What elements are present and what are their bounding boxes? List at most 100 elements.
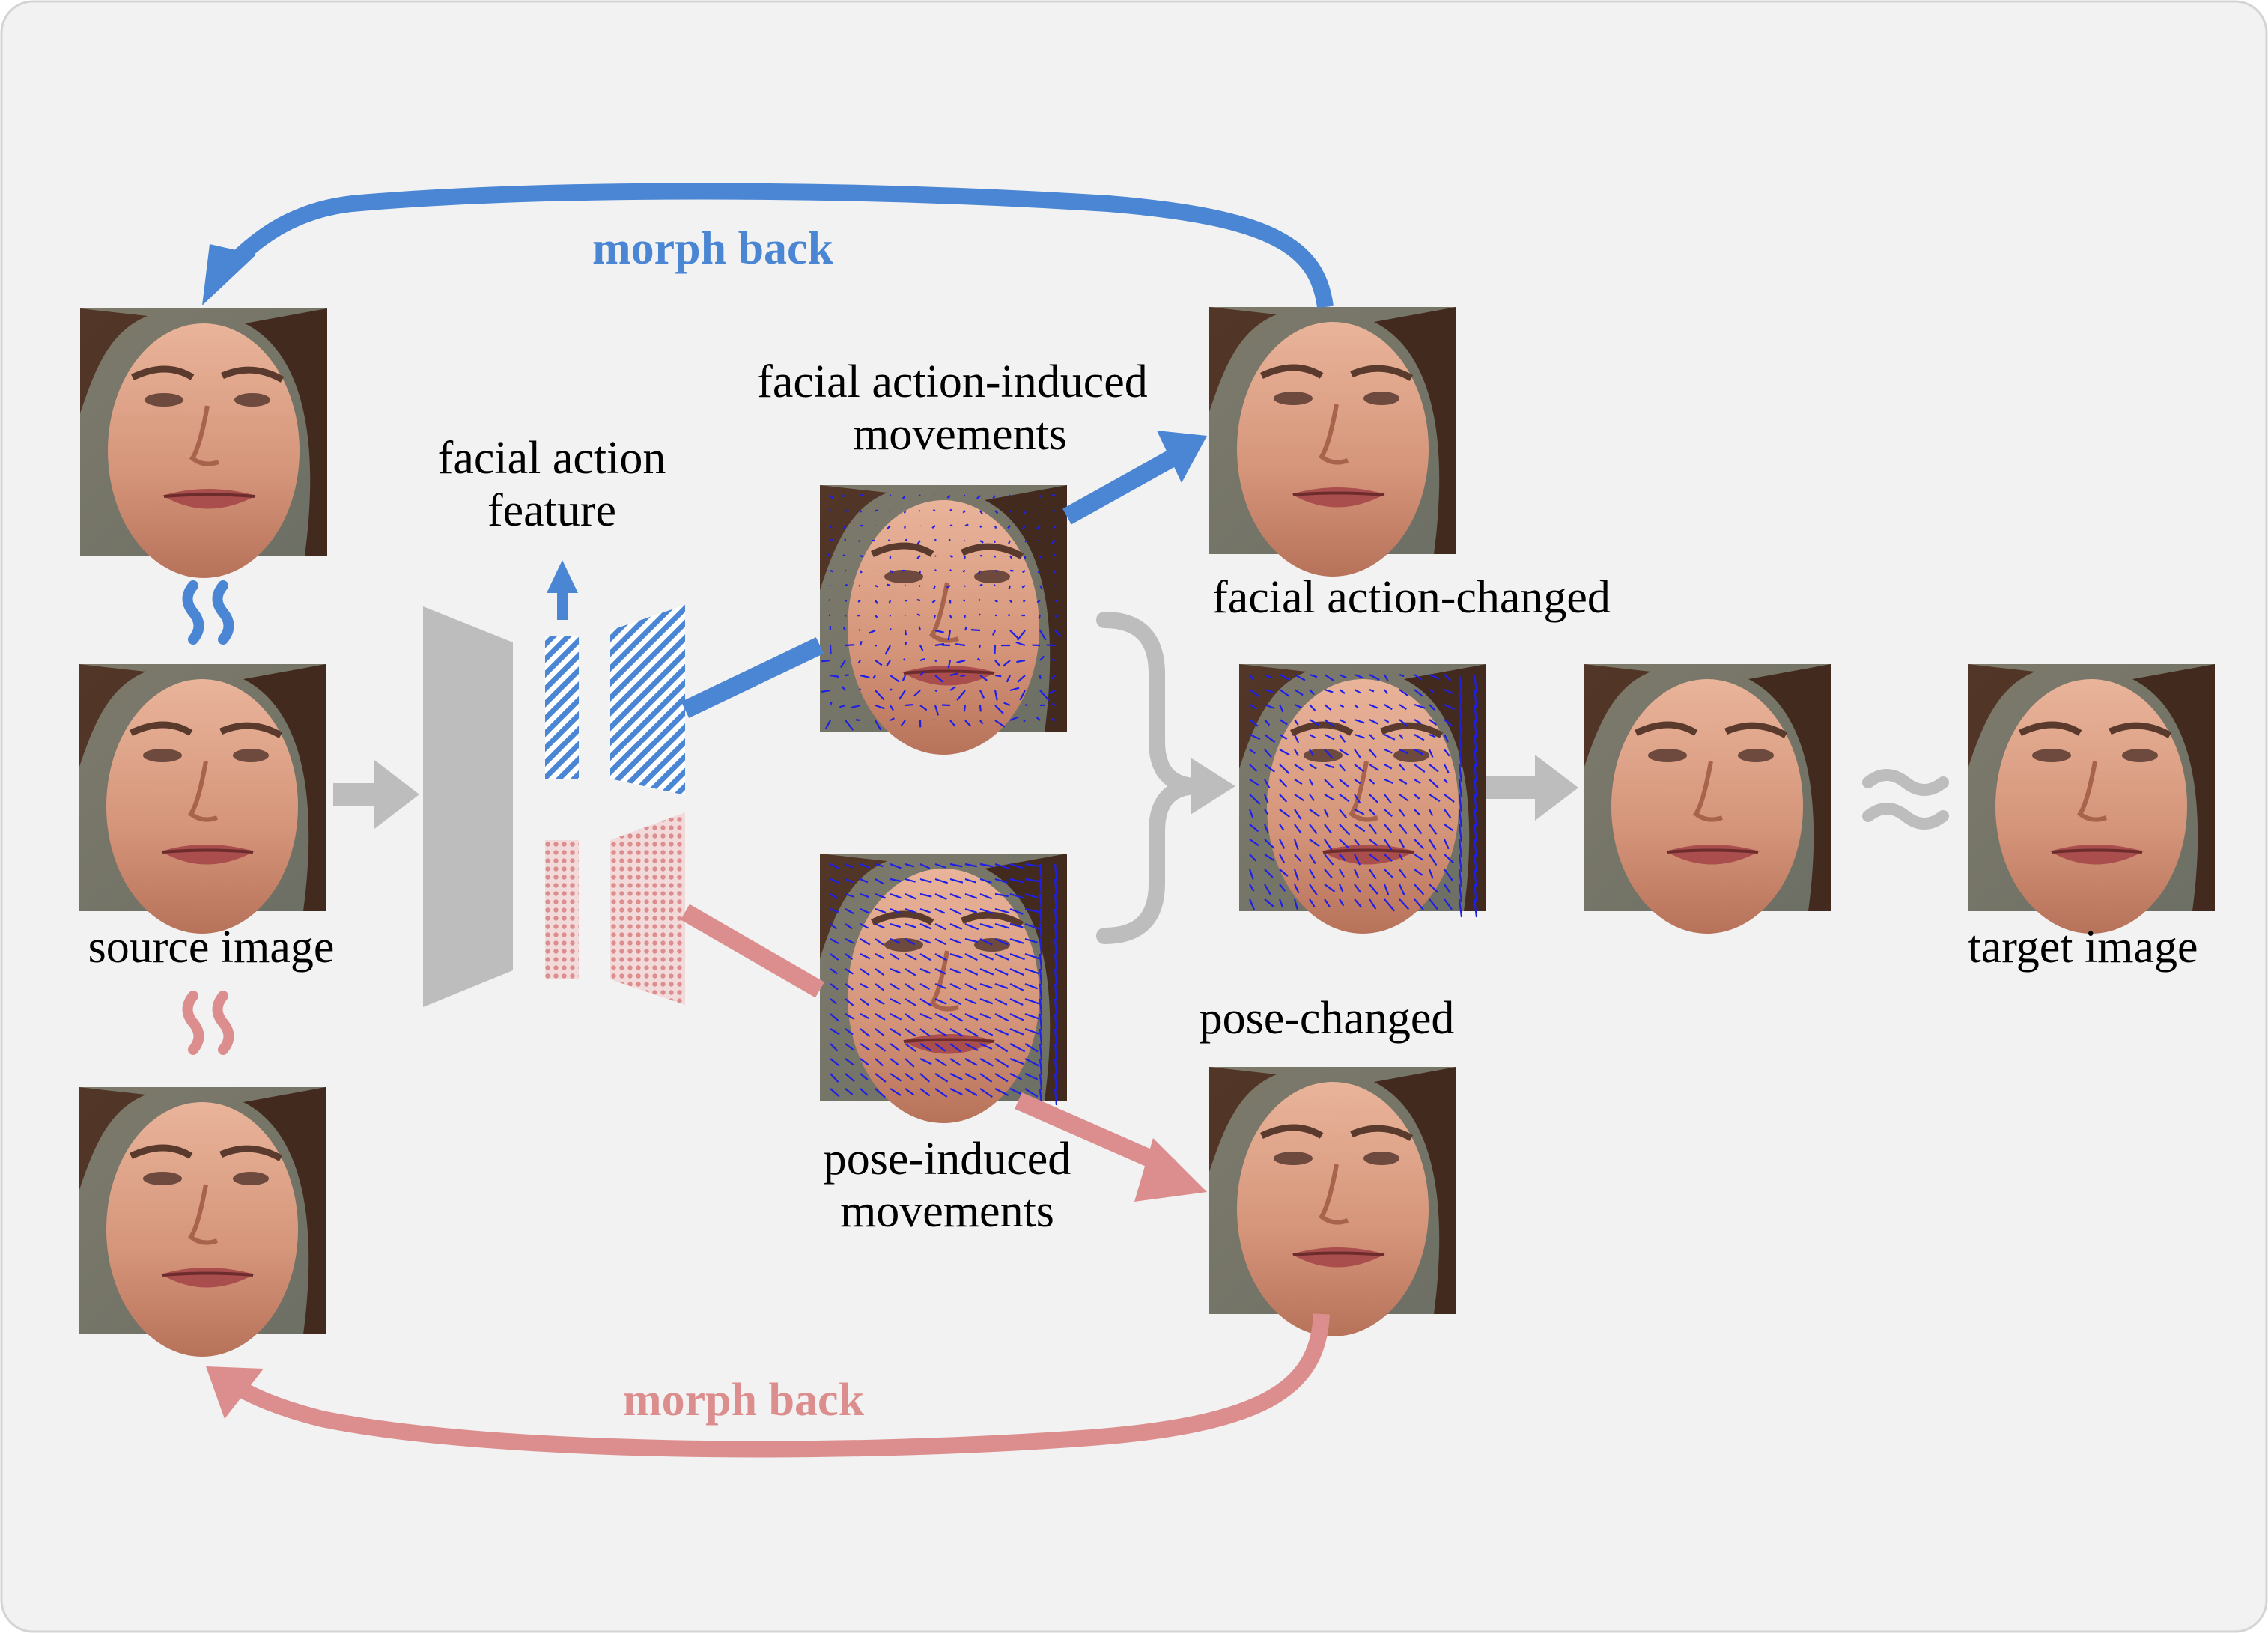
- flow-vector: [994, 1013, 1009, 1022]
- flow-vector: [1369, 719, 1379, 725]
- flow-vector: [1384, 704, 1393, 711]
- flow-vector: [1309, 704, 1316, 711]
- flow-vector: [1054, 1058, 1058, 1076]
- flow-vector: [875, 704, 885, 710]
- flow-vector: [905, 892, 916, 900]
- flow-vector: [1353, 869, 1360, 878]
- flow-vector: [1054, 998, 1058, 1016]
- flow-vector: [934, 907, 946, 914]
- flow-vector: [884, 645, 891, 655]
- flow-vector: [842, 627, 846, 631]
- flow-vector: [949, 998, 961, 1006]
- flow-vector: [919, 1088, 931, 1097]
- flow-vector: [949, 508, 952, 511]
- flow-vector: [1009, 555, 1013, 559]
- flow-vector: [1264, 734, 1276, 743]
- flow-vector: [964, 615, 967, 618]
- flow-vector: [934, 1058, 947, 1067]
- flow-vector: [1054, 908, 1058, 926]
- flow-vector: [949, 983, 961, 990]
- flow-vector: [1369, 898, 1377, 910]
- flow-vector: [830, 953, 839, 961]
- flow-vector: [1279, 884, 1286, 892]
- flow-vector: [860, 1088, 869, 1096]
- flow-vector: [1354, 839, 1361, 846]
- flow-vector: [1309, 719, 1320, 726]
- flow-vector: [1009, 937, 1024, 944]
- flow-vector: [1036, 525, 1041, 530]
- flow-vector: [934, 863, 946, 869]
- flow-vector: [1369, 674, 1380, 681]
- flow-vector: [860, 983, 869, 989]
- morph-back-bottom-label: morph back: [623, 1375, 865, 1426]
- flow-vector: [1339, 719, 1347, 724]
- flow-vector: [979, 952, 994, 961]
- flow-vector: [1428, 749, 1434, 758]
- flow-vector: [1324, 869, 1333, 879]
- flow-vector: [1369, 869, 1377, 880]
- flow-vector: [1293, 839, 1299, 851]
- flow-vector: [1024, 907, 1040, 913]
- flow-vector: [1039, 878, 1043, 896]
- flow-vector: [1309, 854, 1316, 865]
- flow-vector: [1294, 719, 1299, 726]
- flow-vector: [830, 893, 839, 899]
- flow-vector: [934, 923, 947, 931]
- flow-vector: [1473, 674, 1478, 693]
- flow-vector: [919, 863, 931, 869]
- flow-vector: [845, 983, 854, 991]
- flow-vector: [1009, 998, 1024, 1006]
- flow-vector: [1019, 690, 1026, 701]
- flow-vector: [1039, 1013, 1043, 1031]
- flow-vector: [1294, 734, 1300, 743]
- flow-vector: [1444, 884, 1451, 894]
- flow-vector: [994, 510, 999, 514]
- flow-vector: [934, 997, 947, 1005]
- flow-vector: [1294, 854, 1301, 862]
- flow-vector: [994, 922, 1010, 929]
- flow-vector: [1054, 1028, 1058, 1046]
- pose-flow-vectors: [830, 863, 1058, 1106]
- flow-vector: [1039, 675, 1042, 679]
- action-changed-face: [1209, 307, 1456, 577]
- flow-vector: [1458, 884, 1463, 903]
- flow-vector: [1039, 998, 1043, 1016]
- flow-vector: [845, 998, 854, 1006]
- flow-vector: [1249, 674, 1255, 681]
- flow-vector: [860, 863, 870, 869]
- flow-vector: [1339, 794, 1350, 803]
- flow-vector: [1399, 839, 1405, 848]
- flow-vector: [1264, 898, 1274, 907]
- flow-vector: [1054, 1043, 1058, 1061]
- flow-vector: [1444, 734, 1450, 743]
- flow-vector: [1009, 952, 1025, 961]
- pose-decoder-to-flow-arrow: [680, 904, 825, 998]
- flow-vector: [1324, 674, 1334, 681]
- flow-vector: [919, 967, 931, 974]
- source-face: [79, 664, 326, 934]
- flow-vector: [919, 983, 931, 990]
- flow-vector: [964, 922, 979, 931]
- flow-vector: [830, 923, 838, 930]
- flow-vector: [905, 1043, 916, 1053]
- flow-vector: [979, 967, 994, 976]
- flow-vector: [964, 997, 977, 1005]
- flow-vector: [994, 1027, 1009, 1036]
- target-face: [1968, 664, 2215, 934]
- flow-vector: [875, 983, 884, 991]
- flow-vector: [1429, 839, 1437, 851]
- flow-vector: [1024, 937, 1038, 943]
- flow-vector: [875, 1088, 886, 1098]
- flow-vector: [1054, 1088, 1058, 1106]
- flow-vector: [1024, 952, 1040, 960]
- flow-vector: [964, 937, 979, 943]
- flow-vector: [1264, 749, 1272, 758]
- flow-vector: [905, 1088, 915, 1096]
- flow-vector: [845, 720, 854, 731]
- flow-vector: [1414, 839, 1425, 850]
- flow-vector: [830, 938, 839, 945]
- flow-vector: [1279, 854, 1286, 863]
- flow-vector: [1263, 824, 1269, 833]
- flow-vector: [931, 525, 936, 529]
- flow-vector: [1339, 734, 1346, 743]
